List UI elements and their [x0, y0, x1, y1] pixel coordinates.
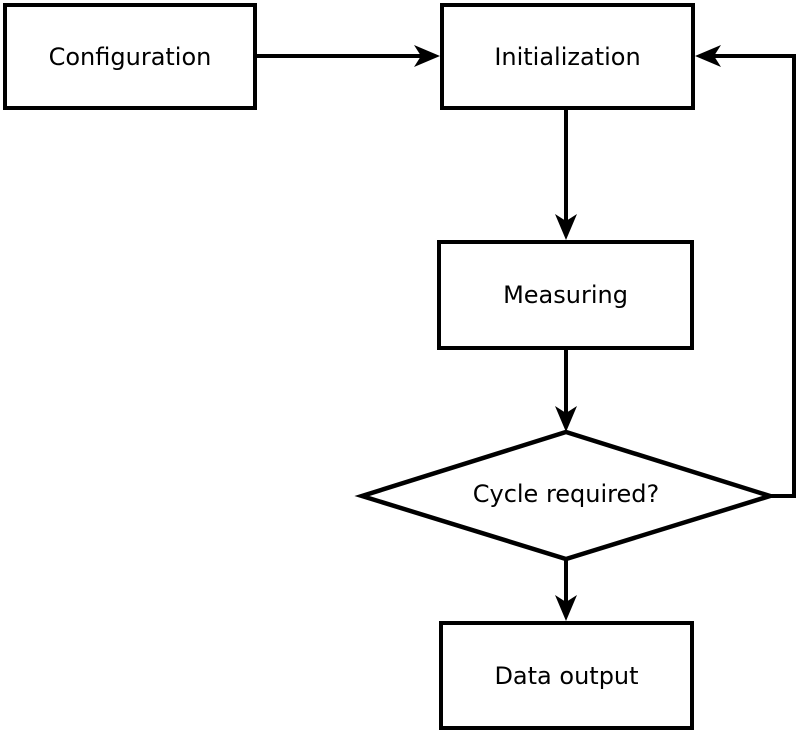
edge-initialization-to-measuring — [555, 108, 577, 240]
edge-cycle-required-to-data-output — [555, 557, 577, 621]
node-configuration-label: Configuration — [48, 42, 212, 71]
node-configuration: Configuration — [3, 3, 257, 110]
arrowhead-down-icon — [555, 214, 577, 240]
arrowhead-left-icon — [695, 45, 721, 67]
edge-cycle-required-to-initialization — [695, 45, 796, 498]
node-initialization-label: Initialization — [494, 42, 641, 71]
arrowhead-down-icon — [555, 595, 577, 621]
node-cycle-required-shape — [354, 429, 778, 562]
edge-measuring-to-cycle-required — [555, 348, 577, 432]
node-measuring-label: Measuring — [503, 281, 628, 309]
node-data-output: Data output — [439, 621, 694, 730]
node-cycle-required-label: Cycle required? — [472, 480, 660, 508]
node-data-output-label: Data output — [494, 661, 639, 690]
arrowhead-right-icon — [414, 45, 440, 67]
node-measuring: Measuring — [437, 240, 694, 350]
arrowhead-down-icon — [555, 406, 577, 432]
edge-configuration-to-initialization — [257, 45, 440, 67]
node-initialization: Initialization — [440, 3, 695, 110]
